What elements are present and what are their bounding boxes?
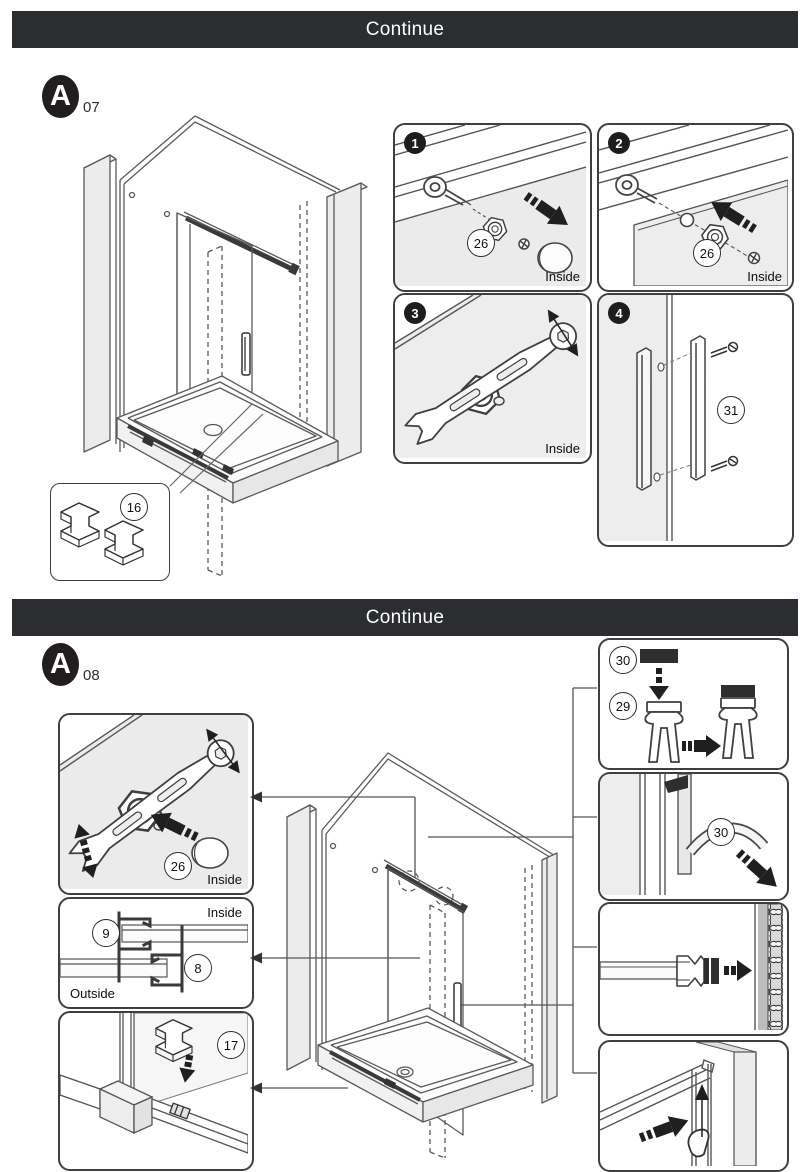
handle-install-drawing: [599, 295, 739, 541]
panel-number-2: 2: [608, 132, 630, 154]
shower-enclosure-diagram-2: [286, 752, 558, 1159]
detail-panel-2: 2 26 Inside: [597, 123, 794, 292]
wrench-cap-drawing: [60, 715, 248, 889]
roller-remove-drawing: [599, 125, 788, 286]
detail-panel-4: 4 31: [597, 293, 794, 547]
magnet-seal-wall-drawing: [600, 904, 783, 1030]
callout-30-insert: 30: [707, 818, 735, 846]
step-badge-a07: A 07: [42, 75, 100, 118]
callout-17: 17: [217, 1031, 245, 1059]
panel-number-3: 3: [404, 302, 426, 324]
outside-label-profiles: Outside: [70, 986, 115, 1001]
step-letter-2: A: [42, 643, 79, 686]
continue-label-1: Continue: [365, 18, 445, 40]
clip-panel: 17: [58, 1011, 254, 1171]
callout-29-seal: 29: [609, 692, 637, 720]
panel-number-4: 4: [608, 302, 630, 324]
seal-insert-panel: 30: [598, 772, 789, 901]
seal-profiles-drawing: [60, 911, 248, 993]
continue-bar-2: Continue: [12, 599, 798, 636]
callout-8: 8: [184, 954, 212, 982]
glass-clips-drawing: [60, 502, 144, 566]
inside-label-panel3: Inside: [545, 441, 580, 456]
parts-box-16: 16: [50, 483, 170, 581]
callout-31: 31: [717, 396, 745, 424]
inside-label-panel1: Inside: [545, 269, 580, 284]
step-number-1: 07: [83, 99, 100, 116]
magnet-seal-assembly-drawing: [640, 649, 758, 763]
detail-panel-3: 3 Inside: [393, 293, 592, 464]
continue-bar-1: Continue: [12, 11, 798, 48]
callout-16: 16: [120, 493, 148, 521]
panel-number-1: 1: [404, 132, 426, 154]
inside-label-panel2: Inside: [747, 269, 782, 284]
inside-label-wrench: Inside: [207, 872, 242, 887]
profile-panel: 9 8 Inside Outside: [58, 897, 254, 1009]
inside-label-profiles: Inside: [207, 905, 242, 920]
step-letter-1: A: [42, 75, 79, 118]
detail-panel-1: 1 26 Inside: [393, 123, 592, 292]
bottom-seal-panel: [598, 1040, 789, 1172]
callout-9: 9: [92, 919, 120, 947]
callout-26-panel2: 26: [693, 239, 721, 267]
step-number-2: 08: [83, 667, 100, 684]
step-badge-a08: A 08: [42, 643, 100, 686]
wrench-panel: 26 Inside: [58, 713, 254, 895]
callout-30-strip: 30: [609, 646, 637, 674]
wall-seal-panel: [598, 902, 789, 1036]
callout-26-panel1: 26: [467, 229, 495, 257]
bottom-seal-drawing: [600, 1042, 757, 1166]
wrench-adjust-drawing: [395, 295, 586, 458]
seal-strip-panel: 30 29: [598, 638, 789, 770]
continue-label-2: Continue: [365, 606, 445, 628]
callout-26-wrench: 26: [164, 852, 192, 880]
roller-install-drawing: [395, 125, 586, 286]
seal-insert-drawing: [600, 774, 783, 895]
